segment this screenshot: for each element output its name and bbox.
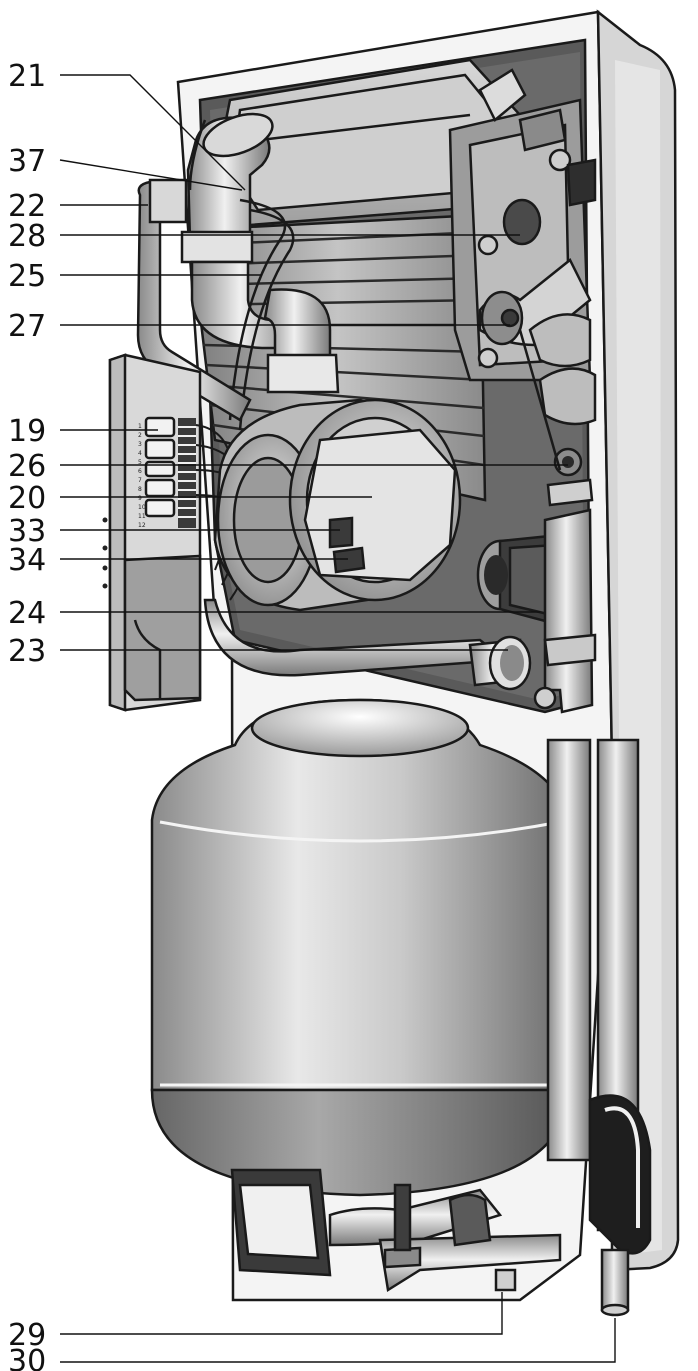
- leader-37: [59, 159, 243, 191]
- callout-33: 33: [8, 514, 46, 549]
- terminal-number: 12: [138, 522, 146, 529]
- leader-30: [60, 1318, 616, 1363]
- callout-24: 24: [8, 596, 46, 631]
- callout-22: 22: [8, 189, 46, 224]
- callout-29: 29: [8, 1318, 46, 1353]
- terminal-number: 5: [138, 459, 142, 466]
- terminal-number: 6: [138, 468, 142, 475]
- callout-27: 27: [8, 309, 46, 344]
- terminal-number: 3: [138, 441, 142, 448]
- callout-25: 25: [8, 259, 46, 294]
- terminal-number: 1: [138, 423, 142, 430]
- terminal-number: 2: [138, 432, 142, 439]
- callout-28: 28: [8, 219, 46, 254]
- bottom-pipework: [230, 1168, 630, 1317]
- leader-21: [60, 74, 246, 191]
- callout-37: 37: [8, 144, 46, 179]
- callout-26: 26: [8, 449, 46, 484]
- fan-assembly: [203, 398, 509, 677]
- terminal-number: 9: [138, 495, 142, 502]
- pump: [468, 508, 597, 714]
- callout-23: 23: [8, 634, 46, 669]
- burner-hood: [213, 58, 522, 227]
- terminal-number: 11: [138, 513, 146, 520]
- callout-19: 19: [8, 414, 46, 449]
- terminal-number: 8: [138, 486, 142, 493]
- terminal-number: 10: [138, 504, 146, 511]
- return-pipe: [136, 178, 252, 422]
- callout-labels: 21 37 22 28 25 27 19 26 20 33 34 24 23 2…: [8, 59, 46, 1371]
- expansion-tank: [150, 698, 570, 1197]
- sensors: [518, 329, 594, 507]
- right-pipes: [546, 738, 652, 1255]
- callout-20: 20: [8, 481, 46, 516]
- callout-34: 34: [8, 543, 46, 578]
- callout-30: 30: [8, 1344, 46, 1371]
- terminal-number: 4: [138, 450, 142, 457]
- leader-lines: [59, 74, 616, 1363]
- terminal-number: 7: [138, 477, 142, 484]
- leader-29: [60, 1292, 503, 1335]
- gas-valve: [448, 68, 597, 426]
- callout-21: 21: [8, 59, 46, 94]
